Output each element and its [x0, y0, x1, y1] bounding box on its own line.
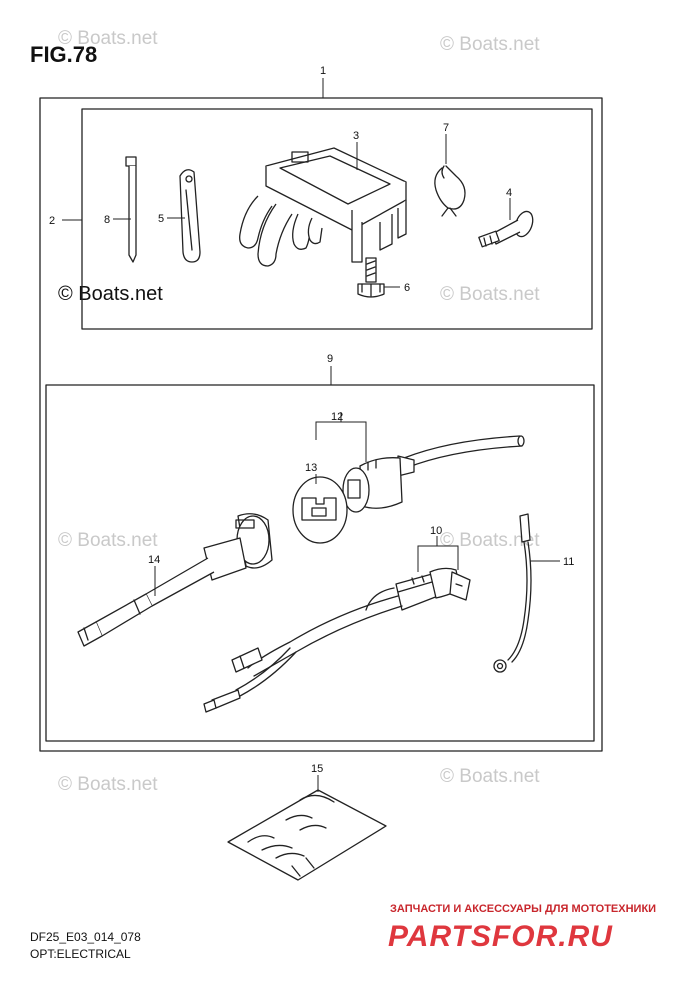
watermark-boats-net: © Boats.net — [58, 530, 158, 551]
callout-6: 6 — [404, 282, 410, 294]
callout-15: 15 — [311, 763, 323, 775]
logo-text: PARTSFOR.RU — [388, 920, 613, 953]
watermark-boats-net: © Boats.net — [58, 28, 158, 49]
leader-line — [417, 545, 459, 572]
figure-subtitle: OPT:ELECTRICAL — [30, 947, 131, 961]
callout-14: 14 — [148, 554, 160, 566]
sub-assembly-frame-9 — [45, 384, 595, 742]
watermark-boats-net: © Boats.net — [440, 766, 540, 787]
watermark-boats-net: © Boats.net — [58, 774, 158, 795]
callout-4: 4 — [506, 187, 512, 199]
watermark-boats-net: © Boats.net — [440, 284, 540, 305]
callout-12: 12 — [331, 411, 343, 423]
watermark-boats-net: © Boats.net — [440, 530, 540, 551]
sub-assembly-frame-2 — [81, 108, 593, 330]
callout-2: 2 — [49, 215, 55, 227]
part-connector-set — [292, 435, 525, 544]
part-ground-lead — [493, 513, 532, 673]
part-rectifier-regulator — [239, 147, 407, 267]
callout-10: 10 — [430, 525, 442, 537]
figure-code: DF25_E03_014_078 — [30, 930, 141, 944]
logo-caption: ЗАПЧАСТИ И АКСЕССУАРЫ ДЛЯ МОТОТЕХНИКИ — [390, 903, 656, 915]
callout-1: 1 — [320, 65, 326, 77]
leader-line — [315, 421, 367, 462]
callout-9: 9 — [327, 353, 333, 365]
part-clip — [179, 169, 201, 263]
part-extension-cord — [77, 513, 273, 647]
callout-3: 3 — [353, 130, 359, 142]
watermarks: © Boats.net © Boats.net © Boats.net © Bo… — [58, 28, 540, 795]
callout-7: 7 — [443, 122, 449, 134]
outer-frame — [39, 97, 603, 752]
figure-title: FIG.78 — [30, 42, 97, 67]
watermark-boats-net: © Boats.net — [440, 34, 540, 55]
part-clamp-ring — [434, 165, 466, 217]
callout-11: 11 — [563, 556, 574, 568]
watermark-boats-net-dark: © Boats.net — [58, 283, 163, 305]
callout-5: 5 — [158, 213, 164, 225]
partsfor-logo: ЗАПЧАСТИ И АКСЕССУАРЫ ДЛЯ МОТОТЕХНИКИ PA… — [388, 903, 656, 953]
part-cable-tie — [125, 156, 137, 263]
part-plug-pin — [478, 210, 534, 248]
callout-13: 13 — [305, 462, 317, 474]
part-fuse-harness — [203, 567, 471, 713]
part-instruction-bag — [227, 789, 387, 881]
callout-8: 8 — [104, 214, 110, 226]
part-bolt — [357, 257, 385, 298]
